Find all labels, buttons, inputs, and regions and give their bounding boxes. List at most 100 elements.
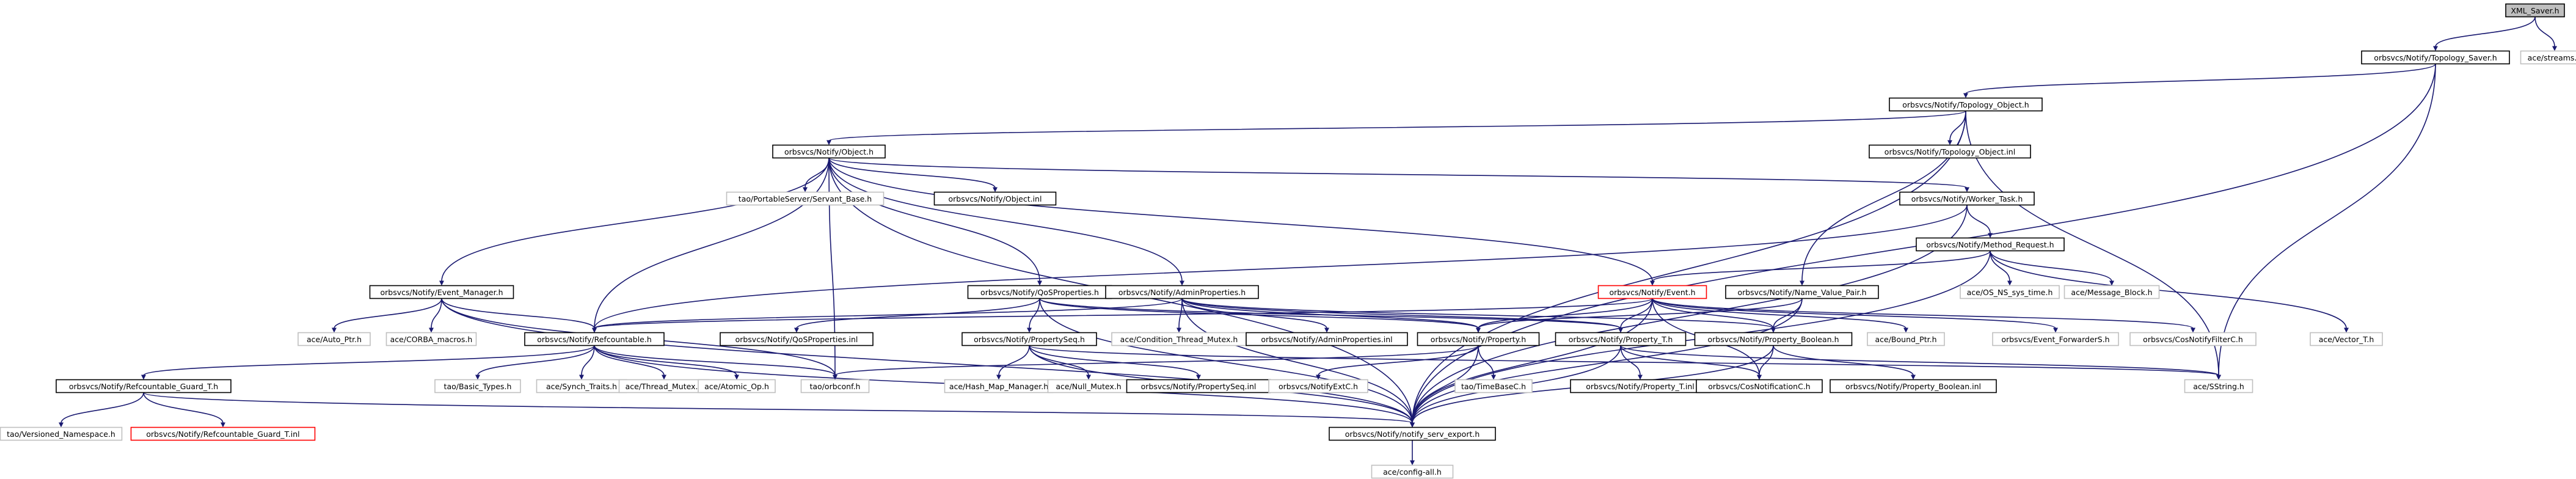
node-box bbox=[1867, 332, 1945, 346]
node-property-boolean[interactable]: orbsvcs/Notify/Property_Boolean.h bbox=[1694, 332, 1853, 346]
node-propertyseq[interactable]: orbsvcs/Notify/PropertySeq.h bbox=[961, 332, 1097, 346]
node-label: orbsvcs/Notify/Refcountable_Guard_T.inl bbox=[146, 430, 299, 439]
edge-object_h-to-worker_task bbox=[828, 157, 1968, 189]
edge-arrowhead bbox=[1618, 327, 1623, 333]
node-xml-saver[interactable]: XML_Saver.h bbox=[2505, 3, 2565, 18]
edge-arrowhead bbox=[2053, 327, 2058, 333]
node-label: ace/Hash_Map_Manager.h bbox=[949, 382, 1048, 391]
node-box bbox=[1329, 426, 1496, 441]
node-event-h[interactable]: orbsvcs/Notify/Event.h bbox=[1597, 285, 1707, 299]
node-nvp[interactable]: orbsvcs/Notify/Name_Value_Pair.h bbox=[1725, 285, 1879, 299]
edge-property_t-to-cosnotification bbox=[1620, 345, 1760, 376]
edge-arrowhead bbox=[141, 375, 146, 380]
edge-event_h-to-serv_export bbox=[1412, 298, 1653, 423]
edge-arrowhead bbox=[1965, 187, 1969, 192]
edge-arrowhead bbox=[1757, 375, 1762, 380]
edge-refcountable_guard-to-refcountable_guard_inl bbox=[143, 392, 224, 423]
node-box bbox=[369, 285, 514, 299]
node-box bbox=[961, 332, 1097, 346]
node-property-boolean-inl[interactable]: orbsvcs/Notify/Property_Boolean.inl bbox=[1830, 379, 1997, 393]
edge-qosprops-to-qosprops_inl bbox=[796, 298, 1040, 329]
edge-event_h-to-refcountable bbox=[594, 298, 1653, 329]
nodes-layer: XML_Saver.h orbsvcs/Notify/Topology_Saver… bbox=[0, 3, 2576, 479]
edge-propertyseq-to-sstring bbox=[1029, 345, 2219, 376]
node-propertyseq-inl[interactable]: orbsvcs/Notify/PropertySeq.inl bbox=[1126, 379, 1271, 393]
node-method-request[interactable]: orbsvcs/Notify/Method_Request.h bbox=[1916, 237, 2065, 252]
edge-arrowhead bbox=[332, 327, 337, 333]
node-thread-mutex: ace/Thread_Mutex.h bbox=[618, 379, 710, 393]
node-event-manager[interactable]: orbsvcs/Notify/Event_Manager.h bbox=[369, 285, 514, 299]
edge-xml_saver-to-streams bbox=[2534, 16, 2555, 47]
node-topology-saver[interactable]: orbsvcs/Notify/Topology_Saver.h bbox=[2361, 50, 2510, 65]
node-box bbox=[1696, 379, 1823, 393]
edge-qosprops-to-propertyseq bbox=[1029, 298, 1040, 329]
edge-arrowhead bbox=[1800, 280, 1804, 286]
edge-refcountable-to-refcountable_guard bbox=[143, 345, 595, 376]
edge-arrowhead bbox=[1027, 327, 1032, 333]
edge-refcountable-to-atomic_op bbox=[594, 345, 737, 376]
node-box bbox=[1889, 97, 2043, 112]
node-label: orbsvcs/Notify/Name_Value_Pair.h bbox=[1737, 288, 1866, 297]
node-worker-task[interactable]: orbsvcs/Notify/Worker_Task.h bbox=[1899, 191, 2035, 206]
edge-arrowhead bbox=[1037, 280, 1042, 286]
node-property-t-inl[interactable]: orbsvcs/Notify/Property_T.inl bbox=[1570, 379, 1710, 393]
node-box bbox=[1555, 332, 1687, 346]
edge-method_request-to-message_block bbox=[1990, 250, 2112, 282]
edge-event_h-to-property_boolean bbox=[1652, 298, 1774, 329]
edge-event_h-to-cosnotifyfilter bbox=[1652, 298, 2194, 329]
node-adminprops-inl[interactable]: orbsvcs/Notify/AdminProperties.inl bbox=[1246, 332, 1408, 346]
edge-arrowhead bbox=[996, 375, 1001, 380]
edge-adminprops-to-refcountable bbox=[594, 298, 1183, 329]
node-refcountable-guard[interactable]: orbsvcs/Notify/Refcountable_Guard_T.h bbox=[56, 379, 232, 393]
node-box bbox=[1417, 332, 1540, 346]
edge-adminprops-to-adminprops_inl bbox=[1181, 298, 1327, 329]
node-label: ace/Synch_Traits.h bbox=[546, 382, 617, 391]
node-refcountable[interactable]: orbsvcs/Notify/Refcountable.h bbox=[524, 332, 665, 346]
edge-arrowhead bbox=[1911, 375, 1916, 380]
edge-propertyseq-to-propertyseq_inl bbox=[1029, 345, 1199, 376]
node-label: orbsvcs/Notify/Object.h bbox=[784, 147, 874, 156]
edge-object_h-to-object_inl bbox=[828, 158, 996, 188]
edge-xml_saver-to-topology_saver bbox=[2435, 16, 2536, 47]
edge-event_h-to-property_h bbox=[1478, 298, 1653, 329]
node-box bbox=[385, 332, 477, 346]
node-property-t[interactable]: orbsvcs/Notify/Property_T.h bbox=[1555, 332, 1687, 346]
node-object-inl[interactable]: orbsvcs/Notify/Object.inl bbox=[933, 191, 1057, 206]
edge-arrowhead bbox=[1650, 280, 1655, 286]
edge-worker_task-to-method_request bbox=[1966, 205, 1991, 234]
edge-arrowhead bbox=[2216, 375, 2221, 380]
edge-arrowhead bbox=[1177, 327, 1181, 333]
node-box bbox=[772, 144, 886, 159]
edge-method_request-to-event_h bbox=[1652, 250, 1991, 282]
node-cosnotification[interactable]: orbsvcs/CosNotificationC.h bbox=[1696, 379, 1823, 393]
node-qosprops-inl[interactable]: orbsvcs/Notify/QoSProperties.inl bbox=[720, 332, 874, 346]
edge-arrowhead bbox=[221, 422, 225, 428]
node-bound-ptr: ace/Bound_Ptr.h bbox=[1867, 332, 1945, 346]
edge-refcountable_guard-to-serv_export bbox=[143, 392, 1413, 424]
edge-arrowhead bbox=[2344, 327, 2349, 333]
node-cosnotifyfilter: orbsvcs/CosNotifyFilterC.h bbox=[2129, 332, 2257, 346]
node-notify-extc: orbsvcs/NotifyExtC.h bbox=[1268, 379, 1368, 393]
node-box bbox=[726, 191, 885, 206]
edge-topology_object-to-topology_object_inl bbox=[1949, 111, 1966, 141]
node-event-forwarder: orbsvcs/Event_ForwarderS.h bbox=[1992, 332, 2119, 346]
node-label: orbsvcs/Notify/PropertySeq.h bbox=[974, 335, 1085, 344]
node-qosprops[interactable]: orbsvcs/Notify/QoSProperties.h bbox=[967, 285, 1112, 299]
node-os-ns-sys-time: ace/OS_NS_sys_time.h bbox=[1960, 285, 2060, 299]
node-topology-object-inl[interactable]: orbsvcs/Notify/Topology_Object.inl bbox=[1869, 144, 2031, 159]
node-box bbox=[1371, 464, 1454, 479]
node-serv-export[interactable]: orbsvcs/Notify/notify_serv_export.h bbox=[1329, 426, 1496, 441]
edges-layer bbox=[59, 16, 2557, 466]
node-label: tao/Versioned_Namespace.h bbox=[7, 430, 115, 439]
node-topology-object[interactable]: orbsvcs/Notify/Topology_Object.h bbox=[1889, 97, 2043, 112]
node-config-all: ace/config-all.h bbox=[1371, 464, 1454, 479]
node-object-h[interactable]: orbsvcs/Notify/Object.h bbox=[772, 144, 886, 159]
edge-property_h-to-timebase bbox=[1478, 345, 1494, 376]
node-label: ace/Bound_Ptr.h bbox=[1875, 335, 1936, 344]
node-label: orbsvcs/Notify/Property.h bbox=[1431, 335, 1526, 344]
node-property-h[interactable]: orbsvcs/Notify/Property.h bbox=[1417, 332, 1540, 346]
node-adminprops[interactable]: orbsvcs/Notify/AdminProperties.h bbox=[1105, 285, 1259, 299]
node-label: ace/Message_Block.h bbox=[2071, 288, 2152, 297]
node-refcountable-guard-inl[interactable]: orbsvcs/Notify/Refcountable_Guard_T.inl bbox=[130, 426, 316, 441]
edge-adminprops-to-serv_export bbox=[1181, 298, 1413, 423]
